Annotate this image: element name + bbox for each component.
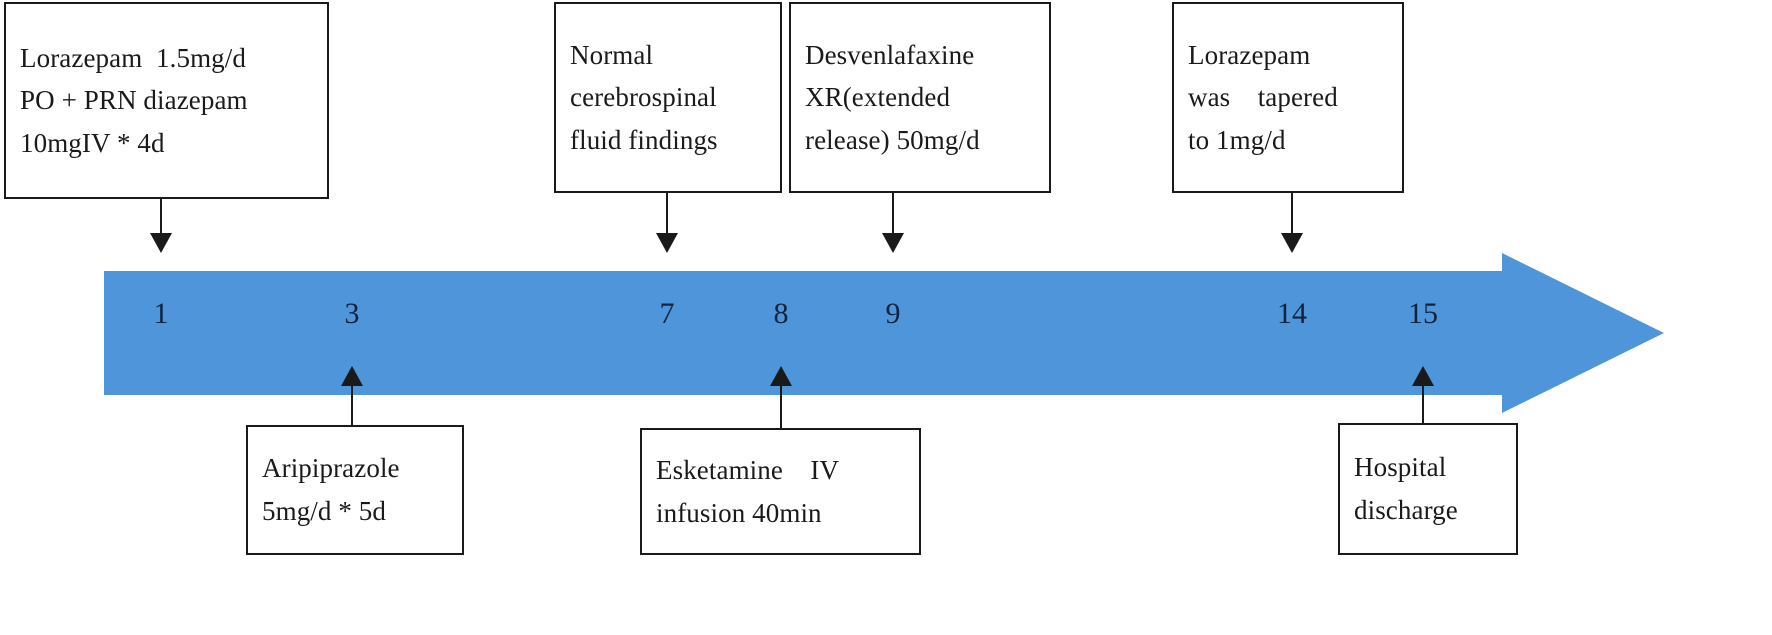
event-box-csf-findings[interactable]: Normal cerebrospinal fluid findings bbox=[554, 2, 782, 193]
connector-line-desvenlafaxine-start bbox=[892, 193, 894, 235]
day-label-14: 14 bbox=[1277, 297, 1307, 330]
arrow-polygon bbox=[104, 253, 1664, 413]
event-box-lorazepam-taper[interactable]: Lorazepam was tapered to 1mg/d bbox=[1172, 2, 1404, 193]
event-text-line: release) 50mg/d bbox=[805, 124, 980, 155]
event-text-line: to 1mg/d bbox=[1188, 124, 1286, 155]
connector-line-lorazepam-start bbox=[160, 199, 162, 235]
connector-arrowhead-esketamine-infusion bbox=[770, 366, 792, 386]
event-text-line: cerebrospinal bbox=[570, 82, 717, 113]
connector-line-lorazepam-taper bbox=[1291, 193, 1293, 235]
event-box-aripiprazole-start[interactable]: Aripiprazole 5mg/d * 5d bbox=[246, 425, 464, 555]
event-box-lorazepam-start[interactable]: Lorazepam 1.5mg/d PO + PRN diazepam 10mgIV… bbox=[4, 2, 329, 199]
day-label-15: 15 bbox=[1408, 297, 1438, 330]
day-label-9: 9 bbox=[885, 297, 901, 330]
event-text-line: Hospital bbox=[1354, 452, 1447, 483]
event-text-line: Normal bbox=[570, 39, 654, 70]
event-text-line: XR(extended bbox=[805, 82, 951, 113]
event-box-hospital-discharge[interactable]: Hospital discharge bbox=[1338, 423, 1518, 555]
day-label-7: 7 bbox=[659, 297, 675, 330]
day-label-1: 1 bbox=[153, 297, 169, 330]
connector-arrowhead-desvenlafaxine-start bbox=[882, 233, 904, 253]
day-label-3: 3 bbox=[344, 297, 360, 330]
connector-arrowhead-lorazepam-taper bbox=[1281, 233, 1303, 253]
event-text-line: Esketamine IV bbox=[656, 454, 840, 485]
connector-line-esketamine-infusion bbox=[780, 384, 782, 428]
event-text-line: PO + PRN diazepam bbox=[20, 85, 248, 116]
connector-arrowhead-hospital-discharge bbox=[1412, 366, 1434, 386]
event-text-line: Lorazepam bbox=[1188, 39, 1311, 70]
event-text-line: discharge bbox=[1354, 495, 1458, 525]
timeline-arrow-svg bbox=[104, 253, 1664, 413]
day-label-8: 8 bbox=[773, 297, 789, 330]
connector-line-aripiprazole-start bbox=[351, 384, 353, 425]
connector-arrowhead-lorazepam-start bbox=[150, 233, 172, 253]
event-text-line: Desvenlafaxine bbox=[805, 39, 975, 70]
timeline-arrow-shape bbox=[104, 253, 1664, 413]
event-box-esketamine-infusion[interactable]: Esketamine IV infusion 40min bbox=[640, 428, 921, 555]
event-text-line: fluid findings bbox=[570, 124, 718, 155]
event-text-line: 10mgIV * 4d bbox=[20, 127, 165, 158]
event-text-line: Aripiprazole bbox=[262, 453, 400, 484]
event-text-line: Lorazepam 1.5mg/d bbox=[20, 42, 246, 73]
connector-arrowhead-aripiprazole-start bbox=[341, 366, 363, 386]
connector-arrowhead-csf-findings bbox=[656, 233, 678, 253]
event-text-line: was tapered bbox=[1188, 82, 1338, 113]
connector-line-hospital-discharge bbox=[1422, 384, 1424, 423]
event-text-line: 5mg/d * 5d bbox=[262, 496, 387, 526]
event-text-line: infusion 40min bbox=[656, 497, 822, 528]
connector-line-csf-findings bbox=[666, 193, 668, 235]
